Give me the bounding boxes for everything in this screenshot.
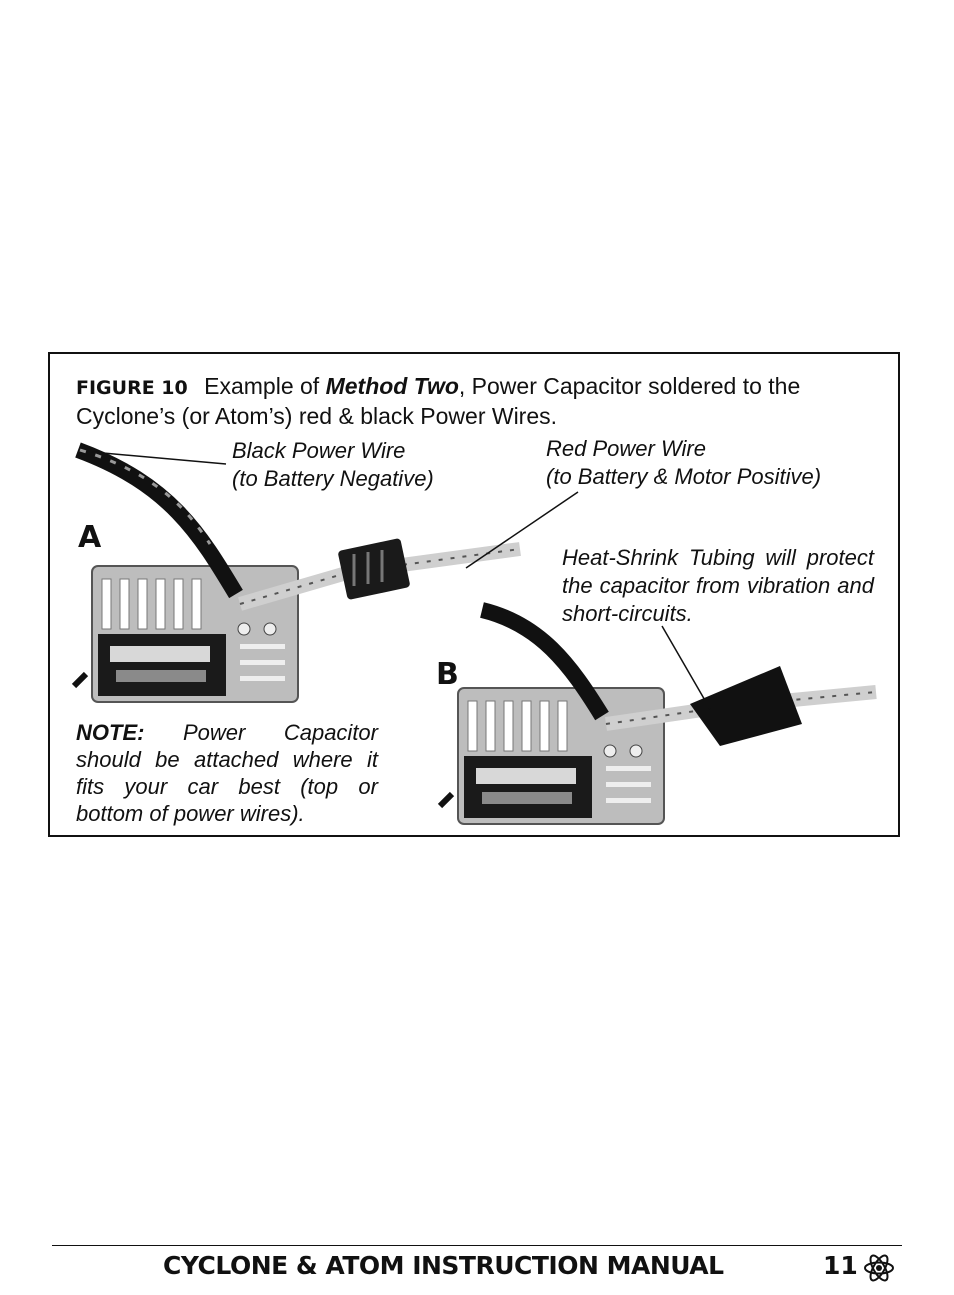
photo-label-b: B bbox=[436, 657, 459, 692]
footer-title: CYCLONE & ATOM INSTRUCTION MANUAL bbox=[163, 1251, 724, 1280]
photo-label-a: A bbox=[78, 520, 102, 555]
caption-post: , Power Capacitor soldered to the Cyclon… bbox=[76, 373, 801, 429]
unit-a-illustration bbox=[71, 442, 521, 703]
note-text: NOTE: Power Capacitor should be attached… bbox=[76, 719, 378, 827]
speed-control-photo-illustration bbox=[71, 442, 877, 825]
page-number: 11 bbox=[823, 1251, 858, 1280]
red-power-wire-callout: Red Power Wire (to Battery & Motor Posit… bbox=[546, 435, 821, 491]
footer-rule bbox=[52, 1245, 902, 1246]
heat-shrink-callout: Heat-Shrink Tubing will protect the capa… bbox=[562, 545, 874, 626]
note-label: NOTE: bbox=[76, 720, 145, 745]
figure-10-box: FIGURE 10 Example of Method Two, Power C… bbox=[48, 352, 900, 837]
red-wire-line2: (to Battery & Motor Positive) bbox=[546, 464, 822, 489]
black-power-wire-callout: Black Power Wire (to Battery Negative) bbox=[232, 437, 434, 493]
red-wire-line1: Red Power Wire bbox=[546, 436, 706, 461]
figure-label: FIGURE 10 bbox=[76, 377, 188, 399]
note-body: Power Capacitor should be attached where… bbox=[76, 720, 378, 826]
black-wire-line1: Black Power Wire bbox=[232, 438, 406, 463]
caption-method: Method Two bbox=[325, 373, 459, 399]
atom-icon bbox=[864, 1254, 894, 1282]
unit-b-illustration bbox=[437, 602, 877, 825]
figure-caption: FIGURE 10 Example of Method Two, Power C… bbox=[76, 372, 881, 430]
caption-pre: Example of bbox=[197, 373, 326, 399]
black-wire-line2: (to Battery Negative) bbox=[232, 466, 434, 491]
